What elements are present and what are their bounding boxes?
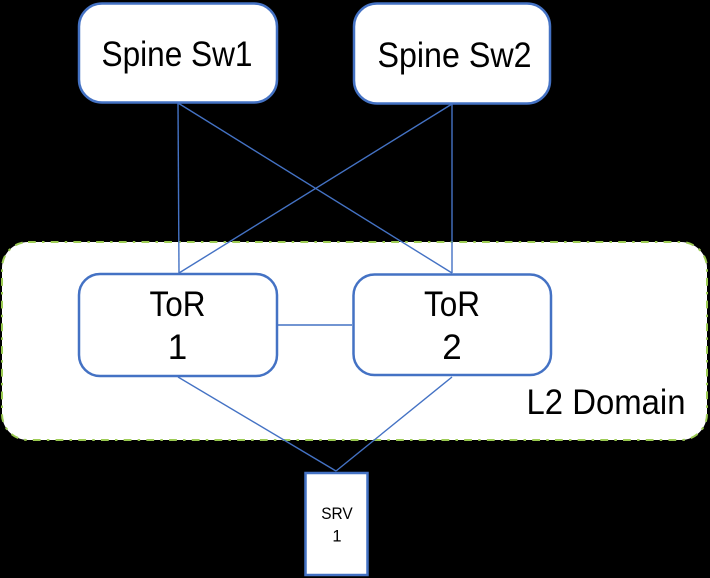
svg-text:Spine Sw1: Spine Sw1 <box>102 35 253 74</box>
svg-text:1: 1 <box>332 528 341 546</box>
svg-text:1: 1 <box>168 328 187 367</box>
svg-text:SRV: SRV <box>321 505 353 523</box>
svg-text:2: 2 <box>442 328 461 367</box>
svg-text:ToR: ToR <box>150 285 206 324</box>
svg-text:L2 Domain: L2 Domain <box>527 383 686 422</box>
svg-text:Spine Sw2: Spine Sw2 <box>378 36 532 75</box>
svg-text:ToR: ToR <box>424 285 480 324</box>
